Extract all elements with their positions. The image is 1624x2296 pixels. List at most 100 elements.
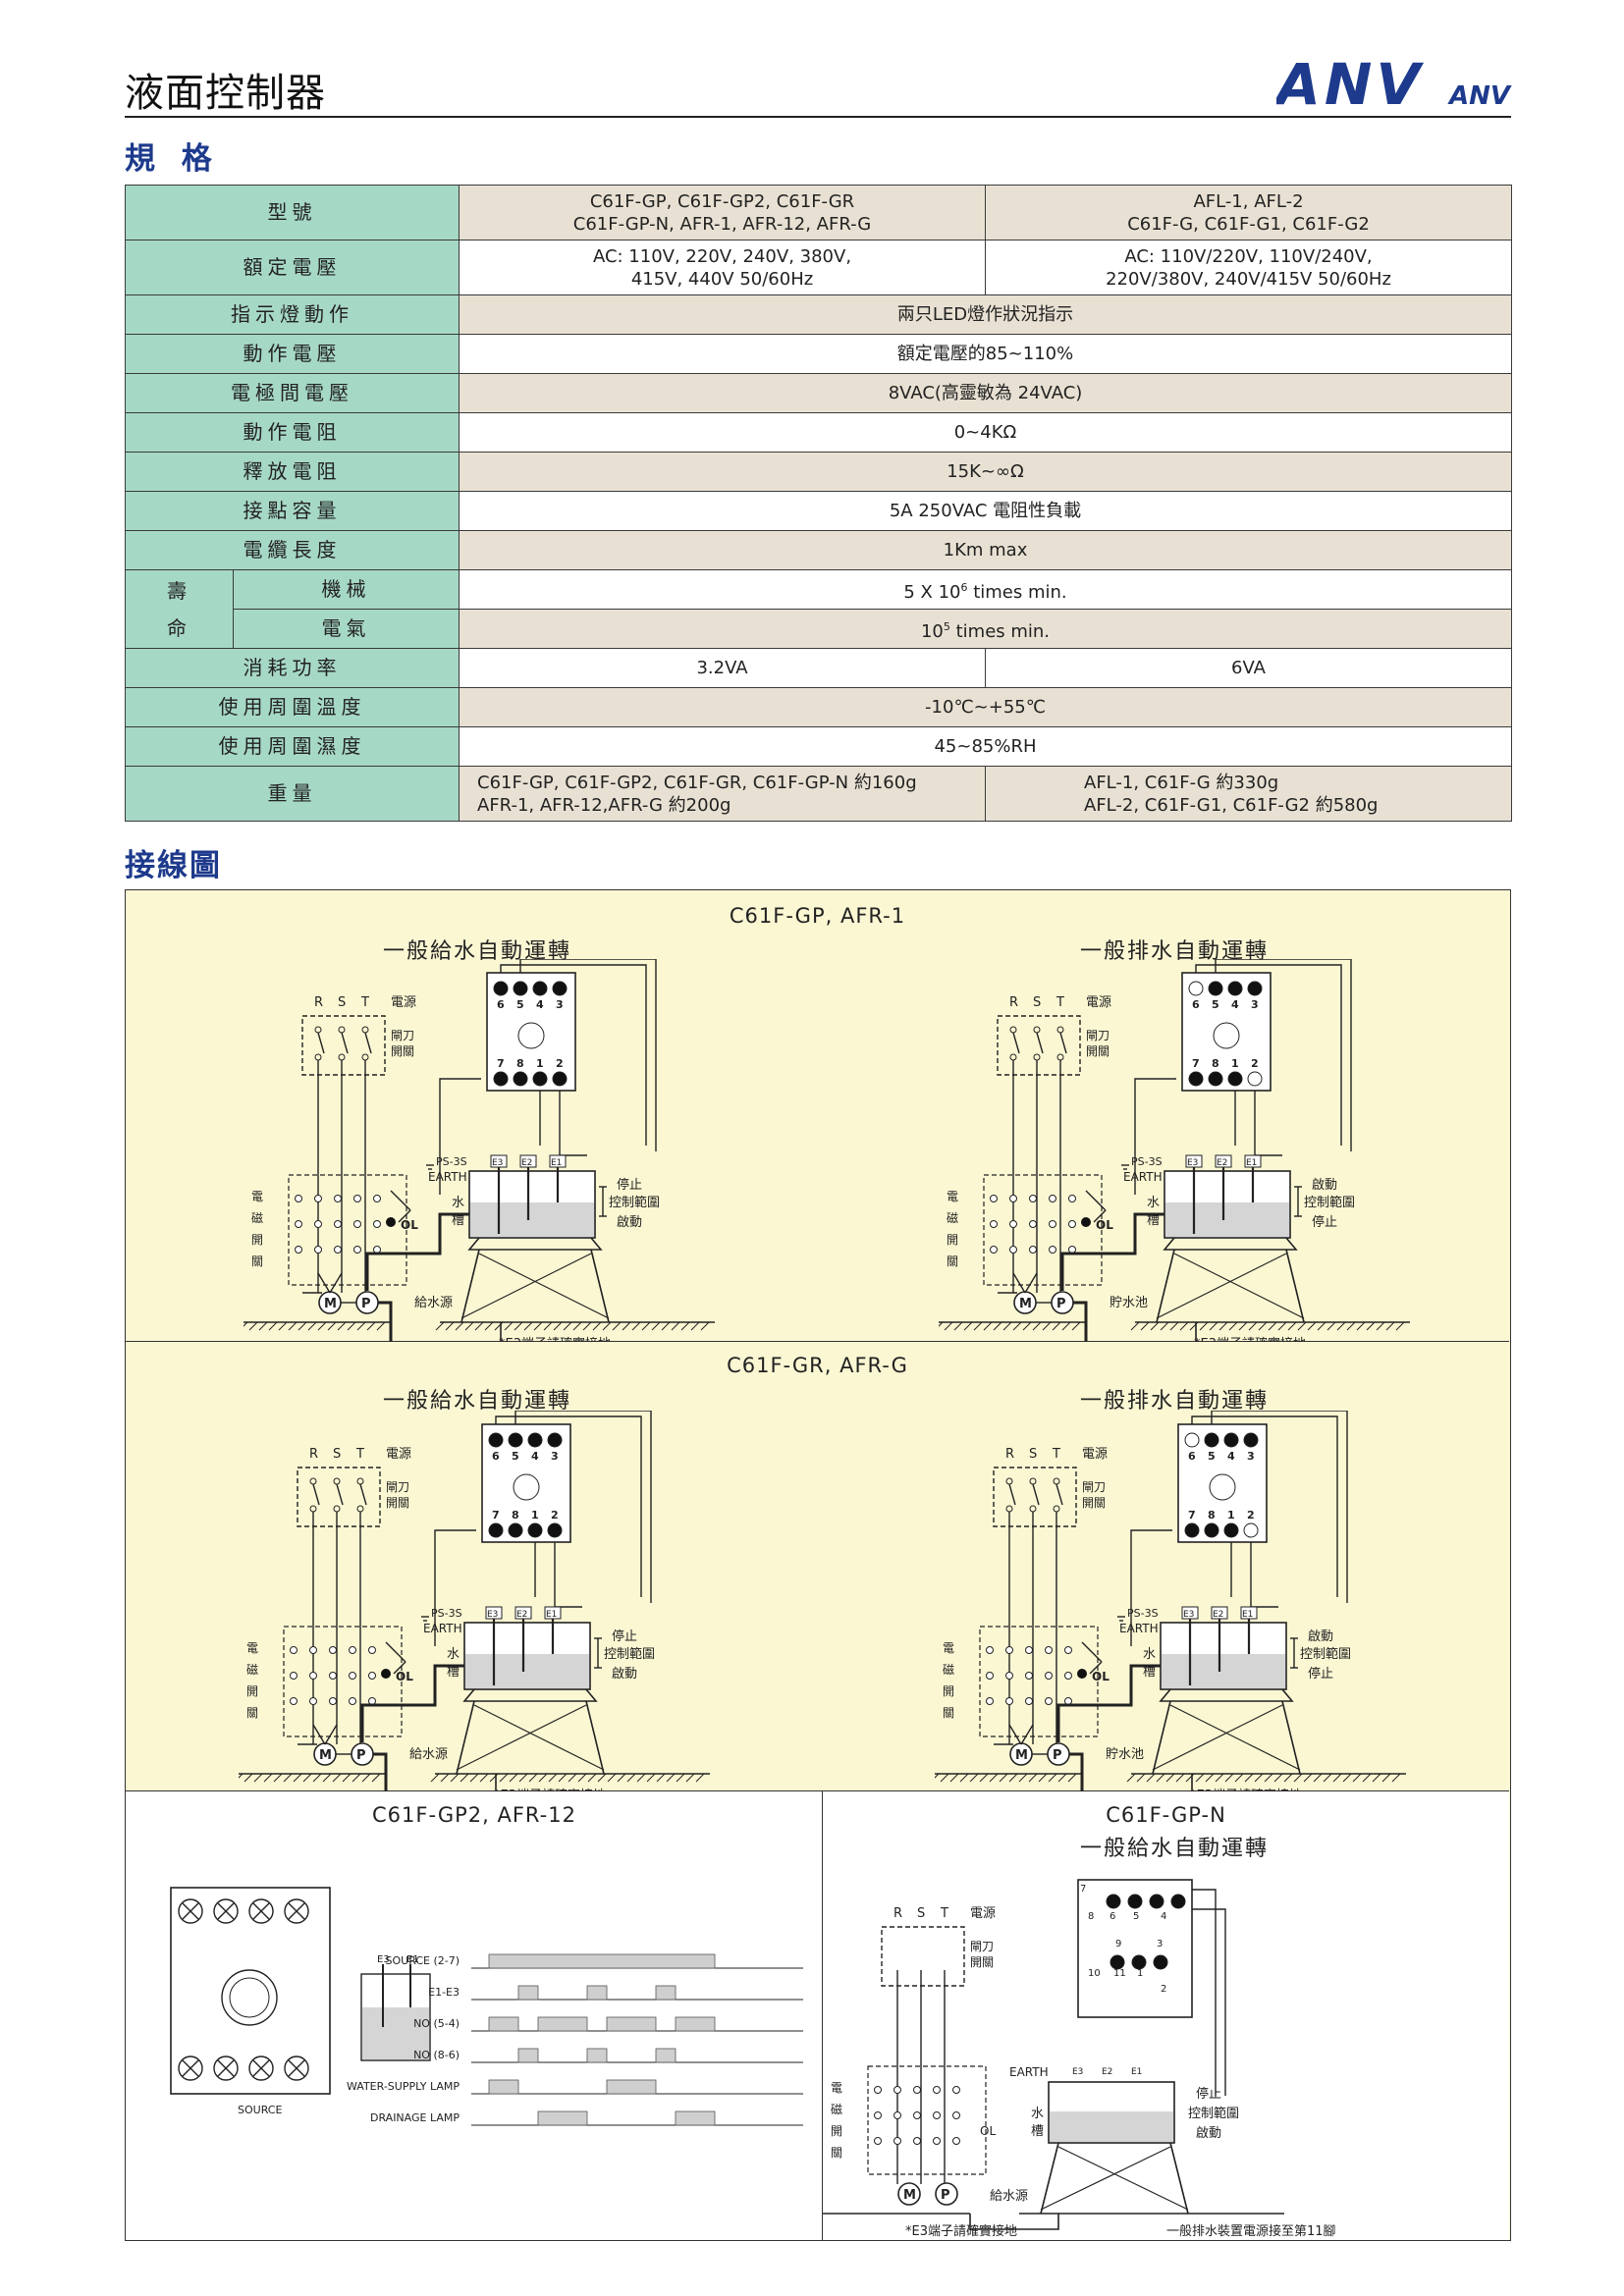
wire bbox=[332, 1773, 342, 1783]
wire bbox=[1395, 1321, 1405, 1331]
contact-node bbox=[1068, 1246, 1076, 1254]
wire bbox=[1140, 1321, 1150, 1331]
pin-label: 5 bbox=[516, 998, 524, 1011]
wire bbox=[182, 1902, 199, 1920]
spec-value: 15K~∞Ω bbox=[459, 452, 1512, 492]
wire bbox=[690, 1321, 700, 1331]
wire bbox=[390, 1190, 411, 1211]
magnetic-label: 開 bbox=[943, 1684, 954, 1698]
switch-contact bbox=[1005, 1505, 1013, 1513]
tank-stand bbox=[456, 1700, 475, 1775]
ol-label: OL bbox=[1096, 1218, 1113, 1232]
electrode-label: E2 bbox=[516, 1610, 527, 1620]
tank-water bbox=[1165, 1202, 1289, 1237]
wire bbox=[1012, 1032, 1020, 1054]
spec-label: 重量 bbox=[125, 766, 460, 822]
wire bbox=[495, 1415, 642, 1597]
wire bbox=[582, 1321, 592, 1331]
contact-node bbox=[893, 2086, 901, 2094]
magnetic-label: 開 bbox=[831, 2124, 842, 2138]
electrode-label: E2 bbox=[521, 1158, 532, 1168]
wire bbox=[1165, 1773, 1175, 1783]
spec-line: 415V, 440V 50/60Hz bbox=[630, 268, 814, 290]
ol-label: OL bbox=[401, 1218, 418, 1232]
wire bbox=[1356, 1321, 1366, 1331]
relay-knob bbox=[1213, 1022, 1240, 1049]
terminal-screw bbox=[532, 981, 548, 996]
wire bbox=[685, 1773, 695, 1783]
motor-label: M bbox=[1015, 1748, 1028, 1763]
contact-node bbox=[314, 1246, 322, 1254]
spec-line: C61F-G, C61F-G1, C61F-G2 bbox=[1127, 213, 1370, 235]
pin-label: 7 bbox=[1188, 1509, 1196, 1522]
terminal-screw bbox=[493, 981, 509, 996]
wire bbox=[509, 1773, 518, 1783]
magnetic-label: 開 bbox=[246, 1684, 258, 1698]
terminal-screw bbox=[1106, 1894, 1121, 1909]
pin-label: 6 bbox=[497, 998, 505, 1011]
switch-contact bbox=[1053, 1477, 1060, 1485]
pin-label: 6 bbox=[1110, 1911, 1115, 1922]
tank-label: 水 bbox=[1143, 1647, 1156, 1662]
pin-label: 7 bbox=[497, 1057, 505, 1070]
wire bbox=[1385, 1321, 1395, 1331]
magnetic-label: 關 bbox=[831, 2146, 842, 2160]
pin-label: 3 bbox=[1251, 998, 1259, 1011]
reservoir-pit bbox=[390, 1322, 502, 1342]
wire bbox=[1215, 1773, 1224, 1783]
pin-label: 2 bbox=[556, 1057, 564, 1070]
knife-switch-box bbox=[881, 1926, 965, 1987]
tank-stand bbox=[460, 1249, 480, 1323]
wire bbox=[1250, 1542, 1278, 1608]
contact-node bbox=[290, 1646, 298, 1654]
wire bbox=[1362, 1773, 1372, 1783]
pin-label: 8 bbox=[1208, 1509, 1216, 1522]
contact-node bbox=[1064, 1646, 1072, 1654]
wire bbox=[514, 1321, 523, 1331]
knife-label: 閘刀 bbox=[970, 1940, 994, 1953]
pin-label: 4 bbox=[1231, 998, 1239, 1011]
wire bbox=[1234, 1773, 1244, 1783]
switch-contact bbox=[356, 1477, 364, 1485]
terminal-screw bbox=[1149, 1894, 1164, 1909]
wire bbox=[1195, 1773, 1205, 1783]
contact-node bbox=[1045, 1672, 1053, 1680]
spec-value: C61F-GP, C61F-GP2, C61F-GR C61F-GP-N, AF… bbox=[459, 185, 986, 240]
relay-knob bbox=[513, 1473, 540, 1501]
wire bbox=[1042, 1321, 1052, 1331]
spec-row-power: 消耗功率 3.2VA 6VA bbox=[125, 648, 1512, 688]
wire bbox=[1211, 1411, 1348, 1603]
spec-row-temp: 使用周圍溫度 -10℃~+55℃ bbox=[125, 687, 1512, 727]
wire bbox=[484, 1321, 494, 1331]
pin-label: 8 bbox=[1088, 1911, 1094, 1922]
spec-value: AFL-1, AFL-2 C61F-G, C61F-G1, C61F-G2 bbox=[985, 185, 1512, 240]
relay-knob bbox=[221, 1969, 278, 2026]
contact-node bbox=[295, 1220, 302, 1228]
range-label: 控制範圍 bbox=[609, 1196, 660, 1210]
wire bbox=[646, 1773, 656, 1783]
tank-stand bbox=[1156, 1253, 1287, 1319]
knife-switch-box bbox=[993, 1467, 1077, 1527]
contact-node bbox=[1005, 1672, 1013, 1680]
wire bbox=[1169, 1321, 1179, 1331]
wiring-heading: 接線圖 bbox=[125, 848, 222, 883]
knife-label: 開關 bbox=[970, 1955, 994, 1969]
pin-label: 11 bbox=[1113, 1968, 1126, 1979]
magnetic-switch-box bbox=[283, 1626, 403, 1737]
wire bbox=[543, 1321, 553, 1331]
tank-stand bbox=[1169, 1704, 1301, 1771]
wire bbox=[1008, 1773, 1018, 1783]
pin-label: 8 bbox=[512, 1509, 519, 1522]
wire bbox=[312, 1724, 326, 1745]
electrode-label: E1 bbox=[551, 1158, 562, 1168]
wire bbox=[700, 1321, 710, 1331]
pin-label: 6 bbox=[1188, 1450, 1196, 1463]
electrode-label: E1 bbox=[546, 1610, 557, 1620]
wire bbox=[979, 1773, 989, 1783]
tank-label: 槽 bbox=[1147, 1213, 1160, 1228]
ps-label: PS-3S bbox=[431, 1607, 462, 1620]
reservoir-pit bbox=[1085, 1322, 1197, 1342]
contact-node bbox=[353, 1220, 361, 1228]
